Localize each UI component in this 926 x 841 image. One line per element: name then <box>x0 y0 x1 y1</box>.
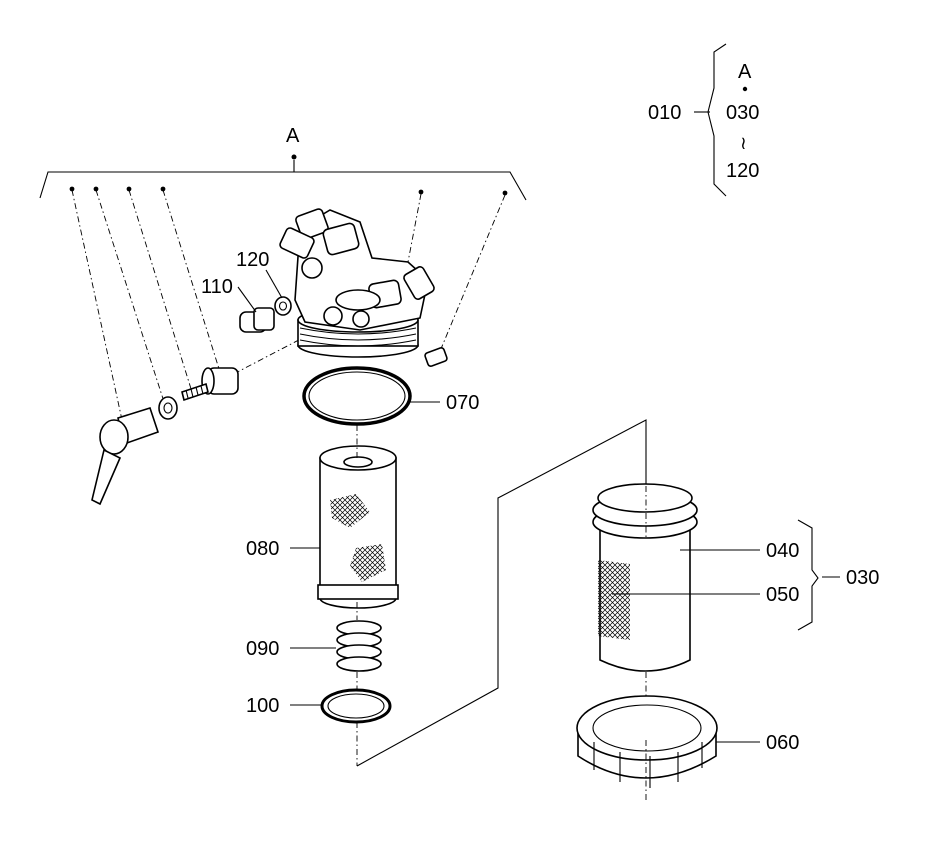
callout-070: 070 <box>446 392 479 414</box>
callout-040: 040 <box>766 540 799 562</box>
group-a-bracket: A <box>39 125 527 201</box>
callout-leaders <box>237 269 760 743</box>
bowl-040 <box>592 483 698 700</box>
bleed-screw <box>424 347 448 367</box>
reference-dot <box>742 86 748 92</box>
group-030-bracket <box>797 519 819 631</box>
callout-100: 100 <box>246 695 279 717</box>
reference-bracket <box>707 43 727 197</box>
reference-from-label: A <box>738 61 752 83</box>
spring-090 <box>336 602 382 672</box>
callout-labels: 110 120 070 080 090 100 040 050 030 060 <box>201 249 879 754</box>
ring-nut-060 <box>576 695 718 800</box>
callout-120: 120 <box>236 249 269 271</box>
filter-head <box>279 208 435 358</box>
seal-100 <box>320 672 392 766</box>
reference-start-label: 030 <box>726 102 759 124</box>
reference-range-mark: ≀ <box>740 133 747 153</box>
callout-060: 060 <box>766 732 799 754</box>
callout-080: 080 <box>246 538 279 560</box>
callout-110: 110 <box>201 276 233 298</box>
group-a-label: A <box>286 125 300 147</box>
callout-050: 050 <box>766 584 799 606</box>
group-a-dot <box>291 154 297 160</box>
assembly-reference: 010 A 030 ≀ 120 <box>648 43 759 197</box>
drain-cock-parts <box>91 367 239 506</box>
callout-030: 030 <box>846 567 879 589</box>
filter-element-080 <box>317 425 399 609</box>
callout-090: 090 <box>246 638 279 660</box>
assembly-connector-line <box>356 419 647 767</box>
reference-end-label: 120 <box>726 160 759 182</box>
washer-120 <box>274 296 292 316</box>
reference-parent-label: 010 <box>648 102 681 124</box>
group-a-line <box>39 171 527 201</box>
plug-110 <box>239 307 275 333</box>
o-ring-070 <box>302 366 412 426</box>
